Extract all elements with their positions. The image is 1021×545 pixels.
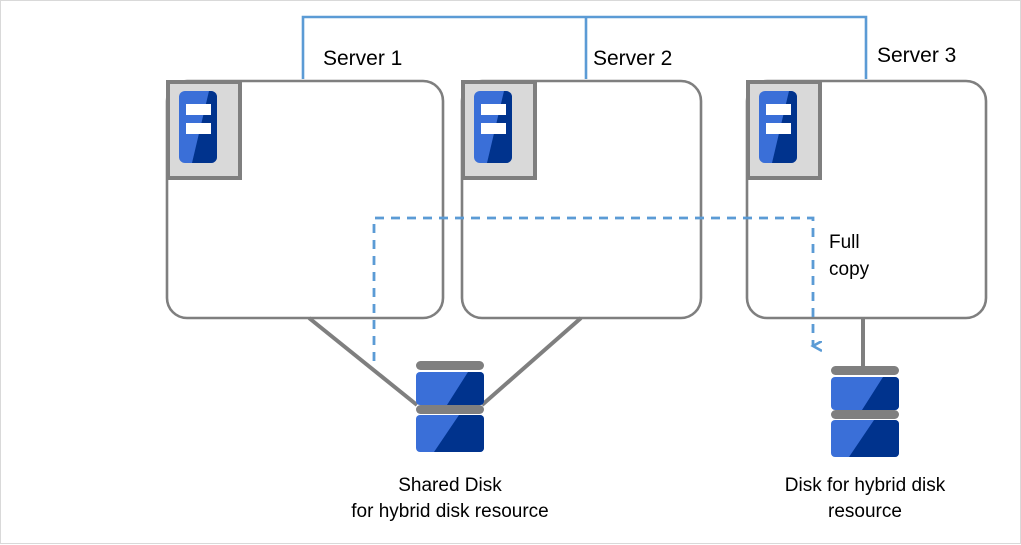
server-1-label: Server 1	[323, 47, 403, 70]
server-3-label: Server 3	[877, 44, 957, 67]
server-1-icon	[166, 80, 242, 180]
shared-disk-caption-line1: Shared Disk	[398, 475, 502, 496]
shared-disk-icon	[416, 361, 484, 452]
hybrid-disk-caption-line1: Disk for hybrid disk	[784, 475, 946, 496]
server-3-icon	[746, 80, 822, 180]
hybrid-disk-icon	[831, 366, 899, 457]
full-copy-label-line2: copy	[829, 259, 870, 280]
server-2-label: Server 2	[593, 47, 673, 70]
full-copy-label-line1: Full	[829, 232, 860, 253]
server-2-icon	[461, 80, 537, 180]
shared-disk-connectors	[307, 316, 583, 407]
hybrid-disk-caption-line2: resource	[828, 501, 902, 522]
shared-disk-caption-line2: for hybrid disk resource	[351, 501, 549, 522]
full-copy-dashed-path	[372, 216, 813, 361]
cluster-interconnect-line	[301, 15, 868, 79]
